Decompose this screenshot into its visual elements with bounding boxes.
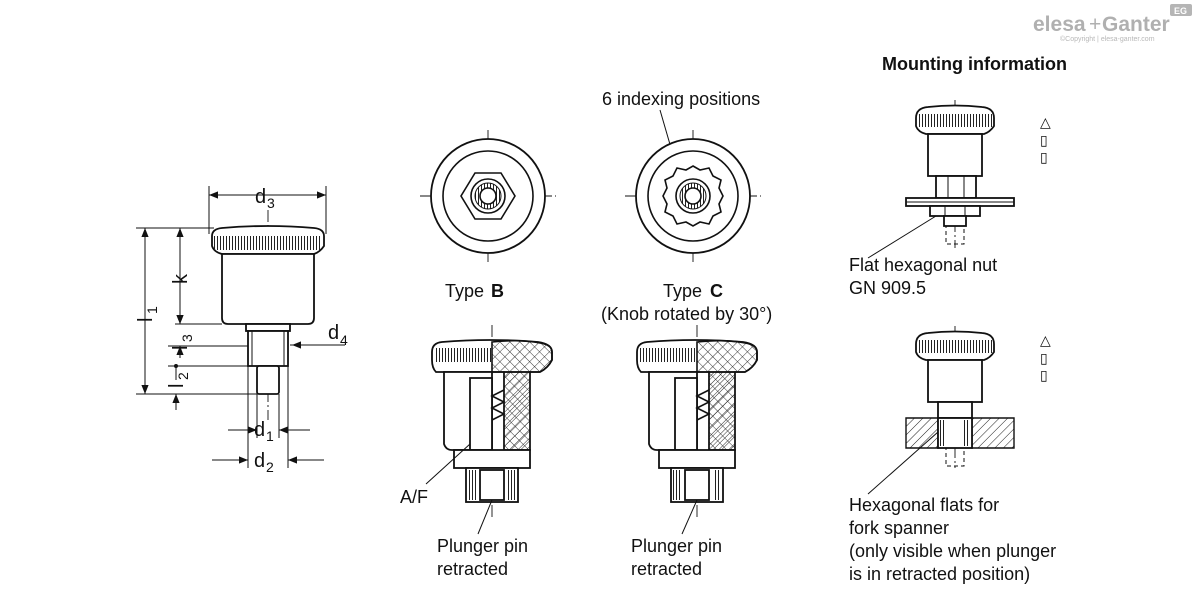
dim-l1: l	[135, 318, 157, 322]
logo-badge-box	[1170, 4, 1192, 16]
type-b-view: Type B A/F Plunger pin retracted	[400, 130, 556, 579]
side-glyph-1: △	[1040, 114, 1051, 130]
type-b-letter: B	[491, 281, 504, 301]
side-box-1b: ▯	[1040, 149, 1048, 165]
dim-l2-sub: 2	[175, 372, 191, 380]
dim-d1: d	[254, 419, 265, 441]
mounting-flats-4: is in retracted position)	[849, 564, 1030, 584]
logo-brand-b: Ganter	[1102, 13, 1170, 36]
dim-d1-sub: 1	[266, 428, 274, 444]
mounting-nut-2: GN 909.5	[849, 278, 926, 298]
type-b-hex	[460, 172, 516, 220]
mounting-plate-2-left	[905, 417, 939, 449]
side-view-dimensions: d 3 l 1 k l 3 l 2 d 4 d	[135, 186, 348, 475]
threaded-shank	[247, 330, 289, 367]
type-b-plunger-2: retracted	[437, 559, 508, 579]
type-b-af: A/F	[400, 487, 428, 507]
brand-logo: elesa + Ganter EG ©Copyright | elesa-gan…	[1033, 4, 1192, 43]
side-box-1a: ▯	[1040, 132, 1048, 148]
side-box-2a: ▯	[1040, 350, 1048, 366]
mounting-flats-1: Hexagonal flats for	[849, 495, 999, 515]
plunger-pin	[256, 365, 280, 395]
type-c-letter: C	[710, 281, 723, 301]
type-c-plunger-1: Plunger pin	[631, 536, 722, 556]
dim-l2: l	[166, 384, 188, 388]
type-c-plunger-2: retracted	[631, 559, 702, 579]
mounting-nut-1: Flat hexagonal nut	[849, 255, 997, 275]
knob-body	[221, 253, 315, 325]
dim-l3: l	[170, 346, 192, 350]
logo-tagline: ©Copyright | elesa-ganter.com	[1060, 35, 1155, 43]
type-b-prefix: Type	[445, 281, 484, 301]
type-c-rotated: (Knob rotated by 30°)	[601, 304, 772, 324]
mounting-flats-2: fork spanner	[849, 518, 949, 538]
dim-l3-sub: 3	[179, 334, 195, 342]
mounting-plate-2-right	[971, 417, 1015, 449]
logo-brand-a: elesa	[1033, 13, 1086, 36]
dim-l1-sub: 1	[144, 306, 160, 314]
dim-d3: d	[255, 186, 266, 208]
dim-d3-sub: 3	[267, 195, 275, 211]
type-c-view: 6 indexing positions Type C (Knob rotate…	[601, 89, 772, 579]
logo-badge: EG	[1174, 6, 1187, 16]
type-c-index-star	[662, 165, 724, 227]
type-c-prefix: Type	[663, 281, 702, 301]
logo-brand-sep: +	[1089, 13, 1101, 36]
flat-hex-nut	[929, 205, 981, 217]
side-box-2b: ▯	[1040, 367, 1048, 383]
side-glyph-2: △	[1040, 332, 1051, 348]
mounting-title: Mounting information	[882, 54, 1067, 74]
dim-d2-sub: 2	[266, 459, 274, 475]
type-c-indexing: 6 indexing positions	[602, 89, 760, 109]
dim-d4: d	[328, 322, 339, 344]
mounting-flats-3: (only visible when plunger	[849, 541, 1056, 561]
dim-k: k	[170, 273, 192, 284]
mounting-info: Mounting information Flat hexagonal nut …	[849, 54, 1067, 584]
dim-d2: d	[254, 450, 265, 472]
type-b-plunger-1: Plunger pin	[437, 536, 528, 556]
dim-d4-sub: 4	[340, 332, 348, 348]
